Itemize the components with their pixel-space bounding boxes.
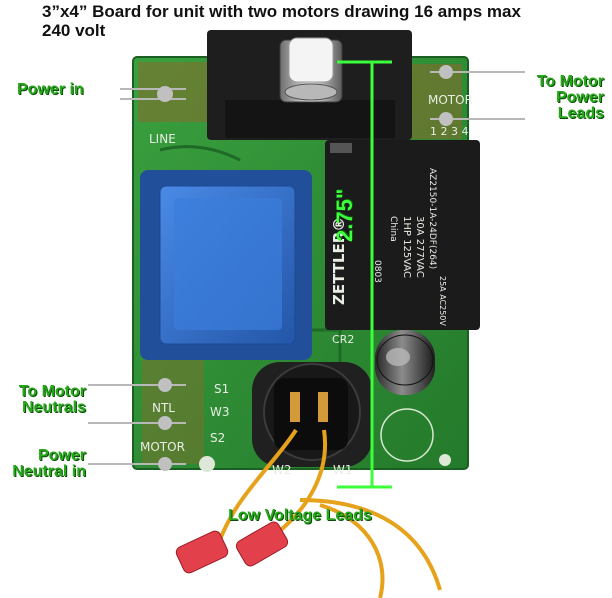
label-power-neutral-in-line-1: Power xyxy=(37,447,86,464)
silkscreen-labels: LINE MOTOR 1 2 3 4 S1 W3 S2 NTL MOTOR W2… xyxy=(140,93,473,477)
silk-motor-bottom: MOTOR xyxy=(140,440,185,454)
silk-motor-top: MOTOR xyxy=(428,93,473,107)
relay-rating-3: 25A AC250V xyxy=(438,276,447,326)
relay-rating-1: 30A 277VAC xyxy=(414,216,425,278)
push-button-switch xyxy=(207,30,412,140)
silk-line: LINE xyxy=(149,132,176,146)
label-power-neutral-in-line-2: Neutral in xyxy=(12,463,86,480)
silk-w2: W2 xyxy=(272,463,292,477)
relay-model: AZ2150-1A-24DF(264) xyxy=(427,168,437,269)
silk-w1: W1 xyxy=(333,463,353,477)
silk-cr2: CR2 xyxy=(332,333,354,346)
silk-s2: S2 xyxy=(210,431,225,445)
label-low-voltage-leads: Low Voltage Leads xyxy=(228,507,372,524)
page-title: 3”x4” Board for unit with two motors dra… xyxy=(42,2,521,40)
dimension-label: 2.75" xyxy=(332,188,357,242)
low-voltage-connector xyxy=(252,362,372,467)
label-to-motor-power-line-3: Leads xyxy=(557,105,604,122)
label-to-motor-neutrals: To Motor Neutrals xyxy=(0,384,86,416)
label-power-neutral-in: Power Neutral in xyxy=(0,448,86,480)
title-line-1: 3”x4” Board for unit with two motors dra… xyxy=(42,2,521,21)
label-to-motor-power: To Motor Power Leads xyxy=(490,74,604,122)
label-to-motor-power-line-2: Power xyxy=(555,89,604,106)
relay-code: 0803 xyxy=(372,260,382,283)
mounting-hole xyxy=(439,454,451,466)
label-power-in: Power in xyxy=(17,81,84,98)
relay-rating-2: 1HP 125VAC xyxy=(401,216,412,278)
silk-ntl: NTL xyxy=(152,401,175,415)
transformer xyxy=(140,170,312,360)
left-terminals xyxy=(88,86,186,471)
relay-origin: China xyxy=(388,216,398,242)
right-terminals xyxy=(430,65,525,126)
silk-motor-pins: 1 2 3 4 xyxy=(430,125,468,138)
red-terminal-connectors xyxy=(175,521,289,574)
title-line-2: 240 volt xyxy=(42,21,106,40)
relay: AZ2150-1A-24DF(264) 30A 277VAC 1HP 125VA… xyxy=(325,140,480,330)
relay-brand: ZETTLER® xyxy=(330,217,348,305)
dimension-line xyxy=(337,60,392,489)
label-to-motor-power-line-1: To Motor xyxy=(536,73,604,90)
silk-s1: S1 xyxy=(214,382,229,396)
mounting-hole xyxy=(199,456,215,472)
label-to-motor-neutrals-line-1: To Motor xyxy=(18,383,86,400)
capacitor xyxy=(375,330,435,462)
label-to-motor-neutrals-line-2: Neutrals xyxy=(21,399,86,416)
silk-w3: W3 xyxy=(210,405,230,419)
